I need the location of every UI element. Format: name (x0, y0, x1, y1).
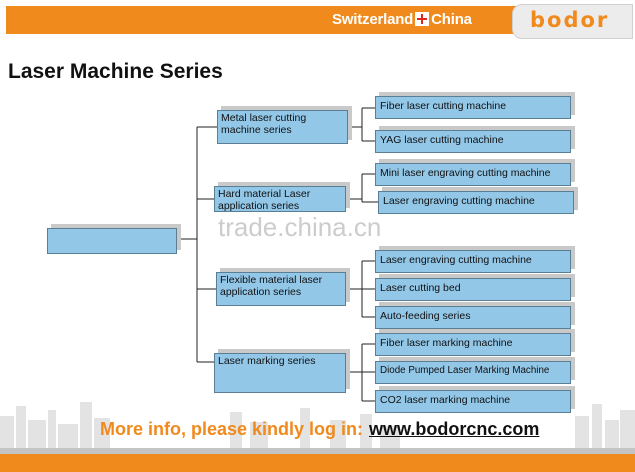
header-orange-band (6, 6, 518, 34)
leaf-auto-feeding: Auto-feeding series (375, 306, 571, 329)
bodor-logo: bodor (530, 8, 610, 32)
category-metal-laser-cutting: Metal laser cutting machine series (217, 110, 348, 144)
logo-container (512, 4, 633, 39)
leaf-laser-engraving-cutting-flexible: Laser engraving cutting machine (375, 250, 571, 273)
leaf-laser-cutting-bed: Laser cutting bed (375, 278, 571, 301)
swiss-cross-icon (415, 12, 430, 26)
leaf-yag-laser-cutting: YAG laser cutting machine (375, 130, 571, 153)
leaf-laser-engraving-cutting-hard: Laser engraving cutting machine (378, 191, 574, 214)
category-hard-material: Hard material Laser application series (214, 186, 346, 212)
leaf-fiber-laser-marking: Fiber laser marking machine (375, 333, 571, 356)
leaf-diode-pumped-marking: Diode Pumped Laser Marking Machine (375, 361, 571, 384)
page-title: Laser Machine Series (8, 60, 223, 83)
watermark: trade.china.cn (218, 212, 382, 242)
region-left-text: Switzerland (332, 11, 414, 28)
category-laser-marking: Laser marking series (214, 353, 346, 393)
category-flexible-material: Flexible material laser application seri… (216, 272, 346, 306)
leaf-mini-laser-engraving: Mini laser engraving cutting machine (375, 163, 571, 186)
city-skyline (0, 402, 635, 448)
region-label: Switzerland China (332, 11, 472, 28)
website-link[interactable]: www.bodorcnc.com (369, 419, 540, 439)
root-node (47, 228, 177, 254)
footer-strip (0, 448, 635, 472)
footer-message: More info, please kindly log in:www.bodo… (100, 419, 539, 440)
leaf-fiber-laser-cutting: Fiber laser cutting machine (375, 96, 571, 119)
footer-text: More info, please kindly log in: (100, 419, 364, 439)
header-bar: Switzerland China bodor (0, 0, 635, 42)
region-right-text: China (431, 11, 472, 28)
leaf-co2-laser-marking: CO2 laser marking machine (375, 390, 571, 413)
